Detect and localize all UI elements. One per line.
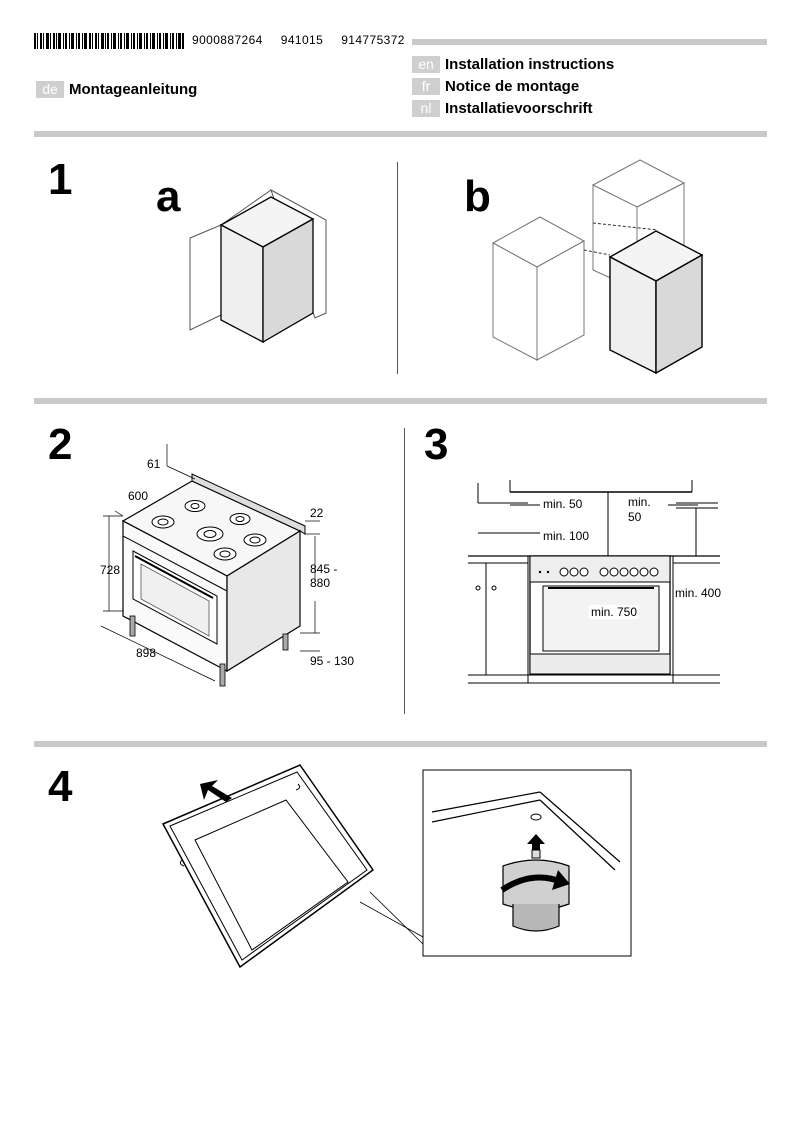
step-1b-illustration bbox=[491, 159, 704, 375]
lang-title-en: Installation instructions bbox=[445, 56, 615, 73]
dim-min50-right-line1: min. bbox=[628, 495, 651, 509]
code-3: 914775372 bbox=[341, 33, 405, 47]
dim-22: 22 bbox=[310, 506, 324, 520]
barcode bbox=[34, 33, 184, 49]
step-1-divider bbox=[397, 162, 398, 374]
step-1-label-b: b bbox=[464, 172, 491, 221]
separator-2 bbox=[34, 398, 767, 404]
lang-title-nl: Installatievoorschrift bbox=[445, 100, 593, 117]
header-bar bbox=[412, 39, 767, 45]
separator-1 bbox=[34, 131, 767, 137]
dim-min50-left: min. 50 bbox=[543, 497, 583, 511]
code-2: 941015 bbox=[280, 33, 324, 47]
dim-min100: min. 100 bbox=[543, 529, 590, 543]
step-1-number: 1 bbox=[48, 155, 73, 204]
lang-title-de: Montageanleitung bbox=[69, 81, 198, 98]
dim-95-130: 95 - 130 bbox=[310, 654, 355, 668]
lang-de: de Montageanleitung bbox=[36, 81, 197, 98]
document-codes: 9000887264 941015 914775372 bbox=[192, 33, 423, 47]
lang-fr: fr Notice de montage bbox=[412, 78, 579, 95]
step-2-cooker-illustration bbox=[100, 444, 320, 687]
dim-600: 600 bbox=[128, 489, 149, 503]
dim-728: 728 bbox=[100, 563, 121, 577]
dim-61: 61 bbox=[147, 457, 161, 471]
step-2-3-divider bbox=[404, 428, 405, 714]
lang-tag-de: de bbox=[36, 81, 64, 98]
lang-nl: nl Installatievoorschrift bbox=[412, 100, 593, 117]
dim-898: 898 bbox=[136, 646, 157, 660]
code-1: 9000887264 bbox=[192, 33, 263, 47]
dim-880: 880 bbox=[310, 576, 331, 590]
step-1a-illustration bbox=[189, 188, 327, 344]
lang-title-fr: Notice de montage bbox=[445, 78, 580, 95]
lang-tag-fr: fr bbox=[412, 78, 440, 95]
lang-en: en Installation instructions bbox=[412, 56, 614, 73]
dim-min400: min. 400 bbox=[675, 586, 722, 600]
dim-min50-right-line2: 50 bbox=[628, 510, 642, 524]
step-2-number: 2 bbox=[48, 420, 73, 469]
step-1-label-a: a bbox=[156, 172, 181, 221]
dim-845: 845 - bbox=[310, 562, 338, 576]
step-4-number: 4 bbox=[48, 762, 73, 811]
lang-tag-en: en bbox=[412, 56, 440, 73]
step-3-number: 3 bbox=[424, 420, 449, 469]
separator-3 bbox=[34, 741, 767, 747]
dim-min750: min. 750 bbox=[589, 605, 640, 619]
lang-tag-nl: nl bbox=[412, 100, 440, 117]
step-3-clearance-illustration bbox=[468, 480, 720, 684]
step-4-illustration bbox=[161, 764, 632, 969]
